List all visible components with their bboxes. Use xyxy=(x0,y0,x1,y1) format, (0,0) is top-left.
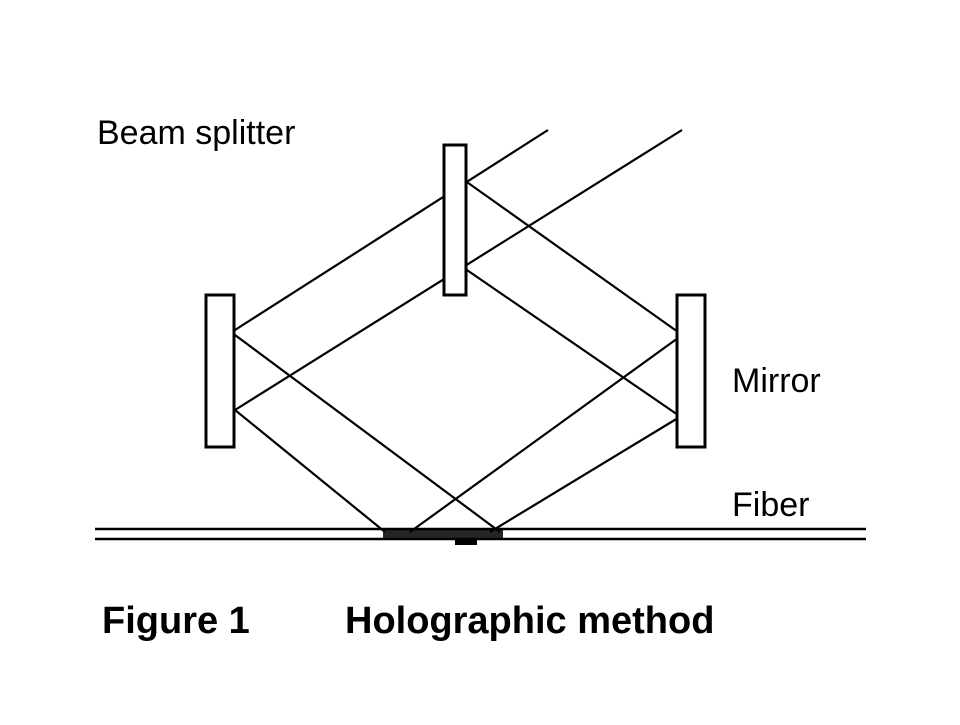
beam-splitter xyxy=(442,143,468,297)
beam-splitter-label: Beam splitter xyxy=(97,114,296,152)
figure-number: Figure 1 xyxy=(102,600,250,642)
incident-beam-upper xyxy=(234,129,549,331)
fiber-grating-mark xyxy=(455,538,477,545)
right-mirror-beam-lower xyxy=(489,417,679,533)
split-beam-lower xyxy=(463,267,679,416)
left-mirror-beam-lower xyxy=(234,409,386,533)
fiber-grating xyxy=(383,528,503,540)
left-mirror xyxy=(204,293,236,449)
figure-title: Holographic method xyxy=(345,600,715,642)
mirror-label: Mirror xyxy=(732,362,821,400)
right-mirror-beam-upper xyxy=(409,337,679,533)
split-beam-upper xyxy=(463,179,679,333)
left-mirror-beam-upper xyxy=(234,334,501,533)
fiber-label: Fiber xyxy=(732,486,810,524)
right-mirror xyxy=(675,293,707,449)
